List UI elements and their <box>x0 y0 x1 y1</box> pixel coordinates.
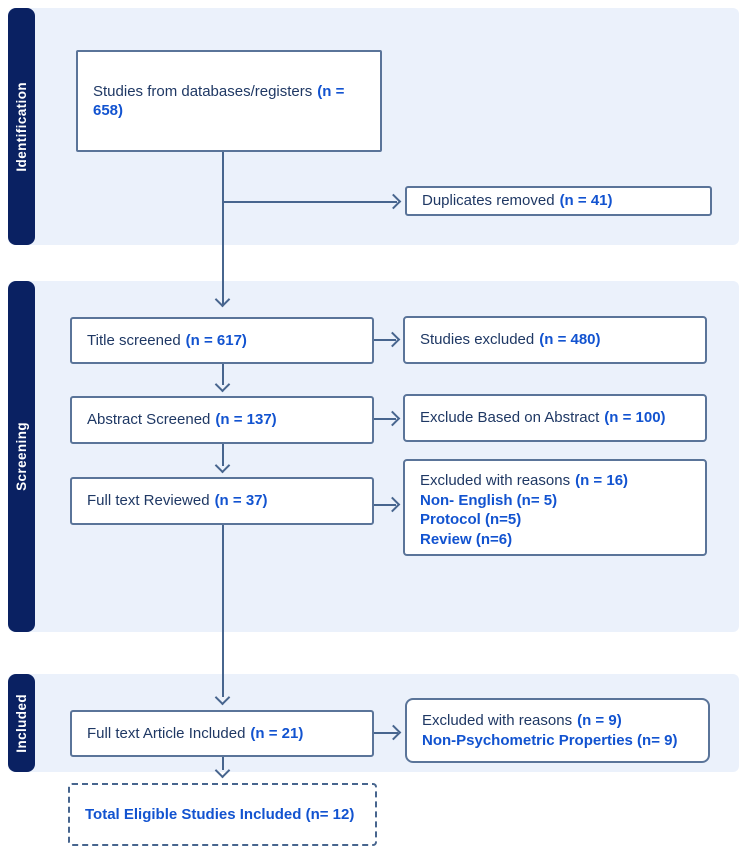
full-text-included-label: Full text Article Included <box>87 724 246 742</box>
excluded-reason-non-english: Non- English (n= 5) <box>420 491 558 509</box>
box-title-screened: Title screened(n = 617) <box>70 317 374 364</box>
arrow-line-title-to-excluded <box>374 339 396 341</box>
excluded-reasons-included-label: Excluded with reasons <box>422 712 573 729</box>
arrow-line-studies-to-title <box>222 152 224 305</box>
stage-bar-identification: Identification <box>8 8 35 245</box>
box-duplicates-removed: Duplicates removed(n = 41) <box>405 186 712 216</box>
title-screened-label: Title screened <box>87 331 181 349</box>
studies-db-label: Studies from databases/registers <box>93 82 313 100</box>
abstract-screened-count: (n = 137) <box>215 411 277 429</box>
arrow-line-title-to-abstract <box>222 364 224 385</box>
box-studies-excluded: Studies excluded(n = 480) <box>403 316 707 364</box>
stage-bar-screening: Screening <box>8 281 35 632</box>
arrow-line-studies-to-duplicates <box>223 201 397 203</box>
stage-label-screening: Screening <box>14 422 29 491</box>
excluded-reasons-screening-label: Excluded with reasons <box>420 472 571 489</box>
studies-excluded-count: (n = 480) <box>539 331 601 349</box>
arrow-line-abstract-to-excludeabstract <box>374 418 396 420</box>
arrow-line-included-to-total <box>222 757 224 770</box>
exclude-abstract-label: Exclude Based on Abstract <box>420 409 600 427</box>
box-full-text-article-included: Full text Article Included(n = 21) <box>70 710 374 757</box>
excluded-reasons-included-count: (n = 9) <box>577 712 622 729</box>
arrow-line-abstract-to-fulltext <box>222 444 224 466</box>
box-exclude-based-on-abstract: Exclude Based on Abstract(n = 100) <box>403 394 707 442</box>
duplicates-count: (n = 41) <box>559 192 613 210</box>
box-total-eligible-studies: Total Eligible Studies Included (n= 12) <box>68 783 377 846</box>
box-full-text-reviewed: Full text Reviewed(n = 37) <box>70 477 374 525</box>
studies-excluded-label: Studies excluded <box>420 331 535 349</box>
excluded-reasons-screening-count: (n = 16) <box>575 472 629 489</box>
arrow-line-fulltext-to-included <box>222 525 224 697</box>
box-studies-from-databases: Studies from databases/registers(n = 658… <box>76 50 382 152</box>
arrow-line-included-to-reasons <box>374 732 398 734</box>
stage-bar-included: Included <box>8 674 35 772</box>
full-text-reviewed-label: Full text Reviewed <box>87 492 210 510</box>
excluded-reason-protocol: Protocol (n=5) <box>420 511 522 528</box>
full-text-included-count: (n = 21) <box>250 724 304 742</box>
duplicates-label: Duplicates removed <box>422 192 555 210</box>
box-excluded-with-reasons-screening: Excluded with reasons(n = 16) Non- Engli… <box>403 459 707 556</box>
studies-db-count: (n = 658) <box>93 82 345 120</box>
box-excluded-with-reasons-included: Excluded with reasons(n = 9) Non-Psychom… <box>405 698 710 763</box>
title-screened-count: (n = 617) <box>185 331 247 349</box>
full-text-reviewed-count: (n = 37) <box>214 492 268 510</box>
box-abstract-screened: Abstract Screened(n = 137) <box>70 396 374 444</box>
stage-label-included: Included <box>14 693 29 753</box>
excluded-reason-review: Review (n=6) <box>420 530 513 548</box>
stage-label-identification: Identification <box>14 81 29 172</box>
arrow-line-fulltext-to-reasons <box>374 504 396 506</box>
exclude-abstract-count: (n = 100) <box>604 409 666 427</box>
abstract-screened-label: Abstract Screened <box>87 411 211 429</box>
excluded-reason-non-psychometric: Non-Psychometric Properties (n= 9) <box>422 731 678 749</box>
total-eligible-label: Total Eligible Studies Included (n= 12) <box>85 805 355 823</box>
